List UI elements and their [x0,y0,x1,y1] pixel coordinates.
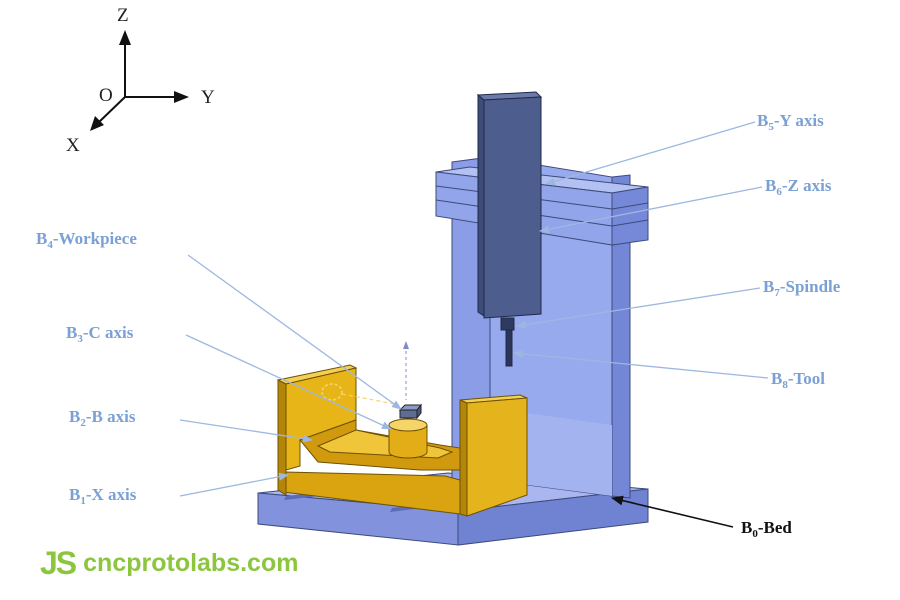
x-axis-label: X [66,135,80,156]
label-b2-b-axis: B2-B axis [69,407,136,429]
leader-b7 [516,287,761,329]
y-axis-label: Y [201,87,215,108]
leader-b2 [179,419,313,443]
leader-b8 [513,349,769,379]
z-axis-label: Z [117,5,129,26]
rotary-table [388,341,428,459]
leader-b0 [611,495,734,528]
label-b4-workpiece: B4-Workpiece [36,229,137,251]
label-b5-y-axis: B5-Y axis [757,111,824,133]
leader-b5 [545,121,756,186]
label-b3-c-axis: B3-C axis [66,323,134,345]
label-b8-tool: B8-Tool [771,369,826,391]
label-b7-spindle: B7-Spindle [763,277,841,299]
spindle-head [476,91,543,367]
leader-b6 [539,186,763,234]
brand-logo-mark: JS [40,545,77,581]
tool-bit [505,329,513,367]
leader-b1 [179,472,289,497]
workpiece-block [399,409,418,419]
leader-b4 [187,254,402,410]
z-axis-arrowhead [119,30,131,45]
leader-lines [179,121,769,497]
brand-watermark: JS cncprotolabs.com [40,547,298,579]
y-axis-arrowhead [174,91,189,103]
x-axis-arrowhead [90,116,104,131]
label-b0-bed: B0-Bed [741,518,792,540]
label-b6-z-axis: B6-Z axis [765,176,832,198]
origin-label: O [99,85,113,106]
brand-url-text: cncprotolabs.com [83,548,299,577]
x-axis-line [97,96,126,124]
leader-b3 [185,334,392,430]
label-b1-x-axis: B1-X axis [69,485,137,507]
coordinate-axes [90,30,189,131]
